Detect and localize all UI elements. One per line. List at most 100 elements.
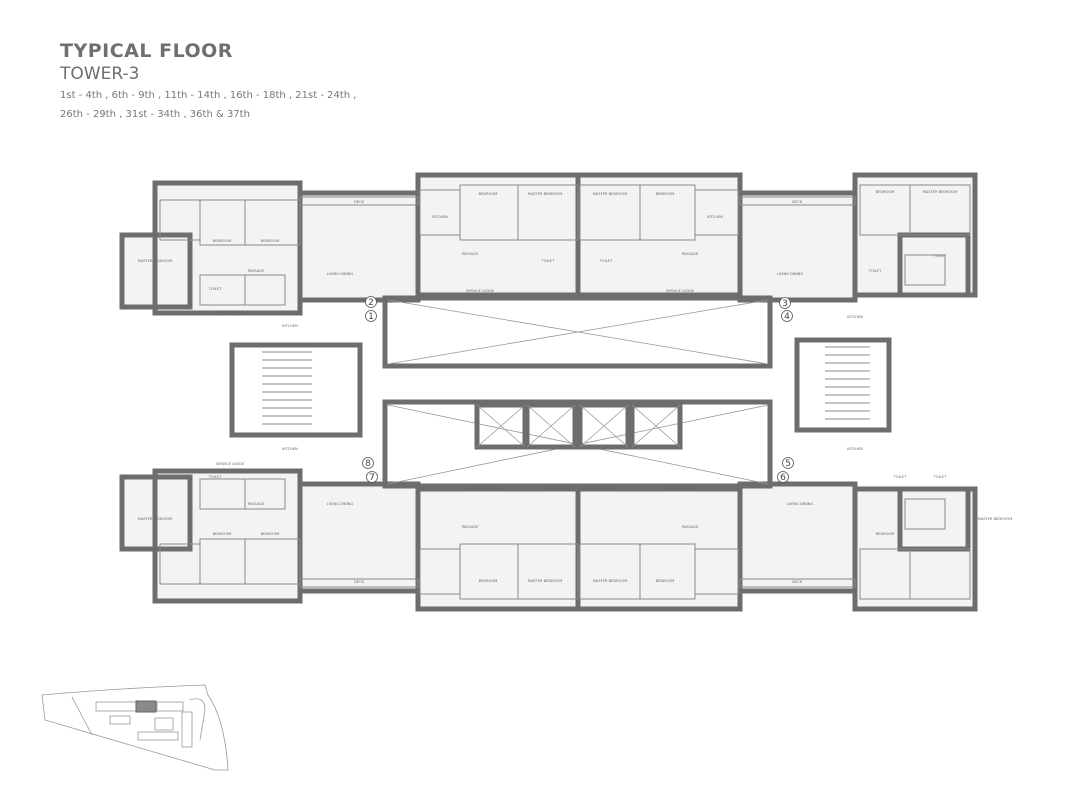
apartment-outline: [299, 483, 419, 592]
room: [244, 274, 286, 306]
lift-shaft: [629, 402, 683, 450]
room: [909, 548, 971, 600]
room-label-bedroom: BEDROOM: [479, 579, 498, 583]
room-label-master-bedroom: MASTER BEDROOM: [923, 190, 958, 194]
lifts: [474, 402, 683, 450]
upper-shaft: [382, 295, 773, 369]
room: [517, 184, 579, 241]
room-label-bedroom: BEDROOM: [261, 239, 280, 243]
room-label-deck: DECK: [792, 200, 803, 204]
room: [244, 199, 301, 246]
apartment-outline: [739, 483, 856, 592]
room: [244, 478, 286, 510]
room: [244, 538, 301, 585]
tower-3-highlight: [135, 700, 157, 713]
room-label-service-ledge: SERVICE LEDGE: [216, 462, 245, 466]
room-label-kitchen: KITCHEN: [282, 324, 298, 328]
room: [904, 254, 946, 286]
header: TYPICAL FLOOR TOWER-3 1st - 4th , 6th - …: [60, 40, 356, 123]
room-label-bedroom: BEDROOM: [656, 579, 675, 583]
room-label-passage: PASSAGE: [248, 502, 265, 506]
room-label-master-bedroom: MASTER BEDROOM: [593, 579, 628, 583]
room-label-service-ledge: SERVICE LEDGE: [546, 487, 575, 491]
room-label-bedroom: BEDROOM: [876, 532, 895, 536]
core: [229, 295, 892, 489]
room-label-bedroom: BEDROOM: [213, 239, 232, 243]
room-label-toilet: TOILET: [208, 475, 222, 479]
room-label-living-dining: LIVING DINING: [787, 502, 813, 506]
room-label-living-dining: LIVING DINING: [327, 272, 353, 276]
room-label-toilet: TOILET: [868, 269, 882, 273]
apartment-outline: [739, 192, 856, 301]
room-label-toilet: TOILET: [599, 259, 613, 263]
room-label-service-ledge: SERVICE LEDGE: [471, 487, 500, 491]
unit-number-5: 5: [785, 459, 791, 469]
room-label-living-dining: LIVING DINING: [327, 502, 353, 506]
lower-core: [382, 399, 773, 489]
lift-shaft: [524, 402, 578, 450]
room-label-service-ledge: SERVICE LEDGE: [666, 289, 695, 293]
room: [694, 189, 739, 236]
room-label-kitchen: KITCHEN: [847, 447, 863, 451]
room-label-toilet: TOILET: [893, 475, 907, 479]
room-label-kitchen: KITCHEN: [432, 215, 448, 219]
room-label-toilet: TOILET: [933, 475, 947, 479]
room-label-bedroom: BEDROOM: [876, 190, 895, 194]
room-label-master-bedroom: MASTER BEDROOM: [593, 192, 628, 196]
deck: [739, 196, 856, 206]
unit-number-2: 2: [368, 298, 374, 308]
room-label-master-bedroom: MASTER BEDROOM: [138, 517, 173, 521]
unit-numbers: 1 2 3 4 5 6 7 8: [362, 296, 794, 483]
room-label-passage: PASSAGE: [248, 269, 265, 273]
room-label-passage: PASSAGE: [682, 525, 699, 529]
room-label-passage: PASSAGE: [682, 252, 699, 256]
room-label-master-bedroom: MASTER BEDROOM: [978, 517, 1013, 521]
tower-label: TOWER-3: [60, 64, 140, 84]
deck: [739, 578, 856, 588]
unit-number-8: 8: [365, 459, 371, 469]
room-label-toilet: TOILET: [933, 254, 947, 258]
site-key-plan: [41, 684, 229, 771]
room: [517, 543, 579, 600]
room-label-service-ledge: SERVICE LEDGE: [216, 310, 245, 314]
room-label-deck: DECK: [354, 580, 365, 584]
room-label-master-bedroom: MASTER BEDROOM: [528, 579, 563, 583]
room-label-passage: PASSAGE: [462, 525, 479, 529]
room-label-bedroom: BEDROOM: [261, 532, 280, 536]
room-label-kitchen: KITCHEN: [847, 315, 863, 319]
floor-list-line-1: 1st - 4th , 6th - 9th , 11th - 14th , 16…: [60, 90, 357, 101]
unit-number-7: 7: [369, 473, 375, 483]
unit-number-3: 3: [782, 299, 788, 309]
room-label-service-ledge: SERVICE LEDGE: [666, 487, 695, 491]
lift-shaft: [577, 402, 631, 450]
staircase-right: [794, 337, 892, 433]
unit-number-6: 6: [780, 473, 786, 483]
room-label-passage: PASSAGE: [462, 252, 479, 256]
room-label-service-ledge: SERVICE LEDGE: [586, 487, 615, 491]
room-label-bedroom: BEDROOM: [479, 192, 498, 196]
apartment-outline: [899, 234, 969, 296]
room: [904, 498, 946, 530]
room-label-master-bedroom: MASTER BEDROOM: [528, 192, 563, 196]
room-label-deck: DECK: [792, 580, 803, 584]
page-title: TYPICAL FLOOR: [60, 40, 233, 62]
room-labels: MASTER BEDROOM BEDROOM BEDROOM LIVING DININ…: [138, 190, 1013, 584]
room-label-toilet: TOILET: [541, 259, 555, 263]
apartment-outline: [899, 488, 969, 550]
units-layer: [119, 172, 978, 612]
unit-number-1: 1: [368, 312, 374, 322]
apartment-outline: [299, 192, 419, 301]
room-label-toilet: TOILET: [208, 287, 222, 291]
staircase-left: [229, 342, 363, 438]
room-label-living-dining: LIVING DINING: [777, 272, 803, 276]
deck: [299, 578, 419, 588]
floor-list-line-2: 26th - 29th , 31st - 34th , 36th & 37th: [60, 109, 250, 120]
unit-number-4: 4: [784, 312, 790, 322]
room-label-deck: DECK: [354, 200, 365, 204]
room: [909, 184, 971, 236]
room-label-master-bedroom: MASTER BEDROOM: [138, 259, 173, 263]
room-label-bedroom: BEDROOM: [213, 532, 232, 536]
room-label-bedroom: BEDROOM: [656, 192, 675, 196]
room-label-kitchen: KITCHEN: [282, 447, 298, 451]
